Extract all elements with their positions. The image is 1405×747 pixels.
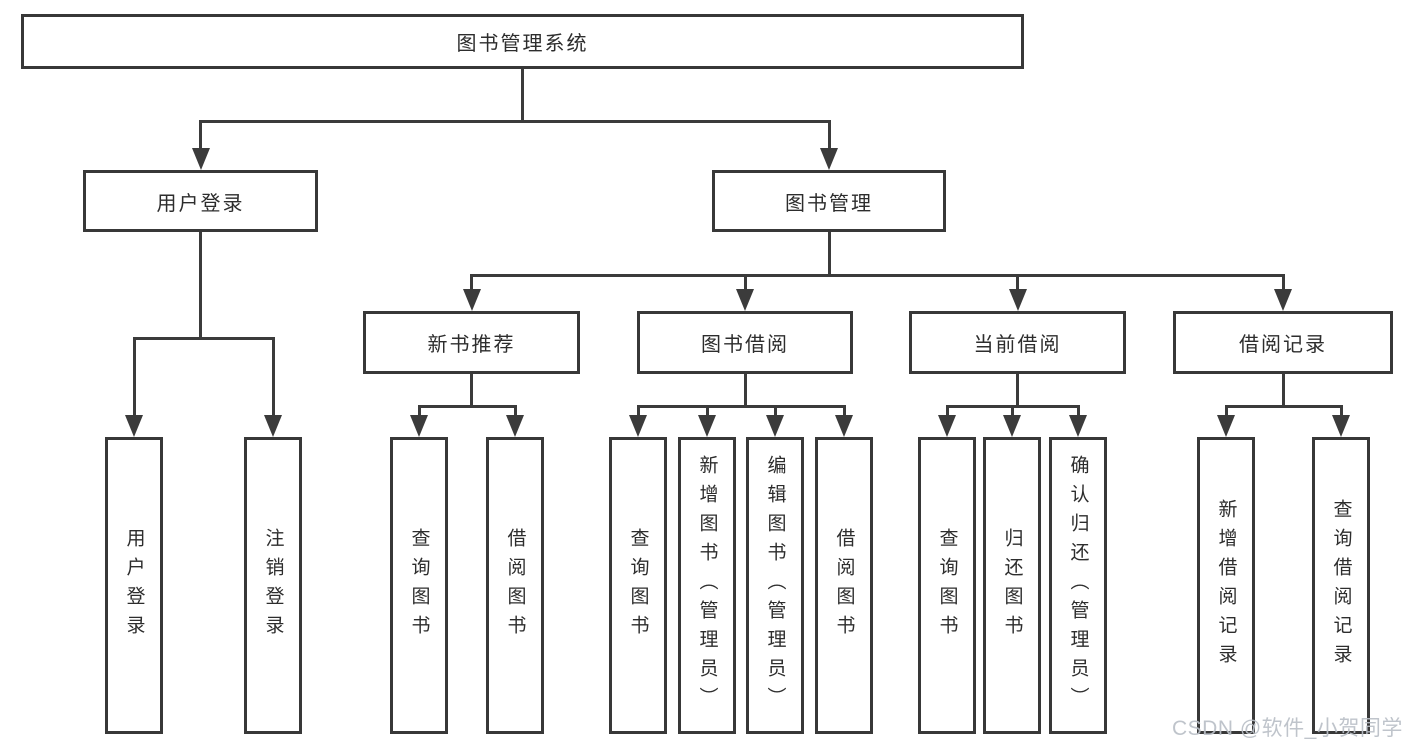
arrowhead-down-icon xyxy=(410,415,428,437)
leaf-return-books: 归还图书 xyxy=(983,437,1041,734)
leaf-logout-label: 注销登录 xyxy=(262,527,284,644)
node-user-login-label: 用户登录 xyxy=(156,192,245,215)
arrowhead-down-icon xyxy=(192,148,210,170)
connector-line xyxy=(828,232,831,274)
leaf-add-books-admin-label: 新增图书（管理员） xyxy=(696,455,718,716)
node-root-label: 图书管理系统 xyxy=(456,33,589,55)
leaf-add-borrow-record: 新增借阅记录 xyxy=(1197,437,1255,734)
connector-line xyxy=(744,374,747,405)
connector-line xyxy=(133,337,275,340)
connector-line xyxy=(199,120,202,148)
connector-line xyxy=(418,405,517,408)
connector-line xyxy=(133,337,136,415)
leaf-query-books-current: 查询图书 xyxy=(918,437,976,734)
connector-line xyxy=(1016,374,1019,405)
node-current-borrow-label: 当前借阅 xyxy=(973,334,1062,356)
connector-line xyxy=(828,120,831,148)
connector-line xyxy=(637,405,846,408)
leaf-add-books-admin: 新增图书（管理员） xyxy=(678,437,736,734)
connector-line xyxy=(1282,374,1285,405)
csdn-watermark: CSDN @软件_小贺同学 xyxy=(1172,717,1403,740)
connector-line xyxy=(1225,405,1228,415)
node-borrow-records-label: 借阅记录 xyxy=(1239,334,1327,356)
node-new-book-recommend-label: 新书推荐 xyxy=(427,334,516,356)
node-book-management-label: 图书管理 xyxy=(785,192,873,215)
node-book-borrow: 图书借阅 xyxy=(637,311,853,374)
connector-line xyxy=(1016,274,1019,289)
leaf-query-borrow-record-label: 查询借阅记录 xyxy=(1330,498,1352,673)
connector-line xyxy=(199,232,202,337)
connector-line xyxy=(1011,405,1014,415)
arrowhead-down-icon xyxy=(1003,415,1021,437)
connector-line xyxy=(1340,405,1343,415)
connector-line xyxy=(470,274,473,289)
arrowhead-down-icon xyxy=(938,415,956,437)
leaf-borrow-books-recommend-label: 借阅图书 xyxy=(504,527,526,644)
node-book-borrow-label: 图书借阅 xyxy=(701,334,789,356)
leaf-add-borrow-record-label: 新增借阅记录 xyxy=(1215,498,1237,673)
arrowhead-down-icon xyxy=(835,415,853,437)
leaf-return-books-label: 归还图书 xyxy=(1001,527,1023,644)
leaf-borrow-books-recommend: 借阅图书 xyxy=(486,437,544,734)
leaf-query-books-recommend: 查询图书 xyxy=(390,437,448,734)
connector-line xyxy=(470,374,473,405)
connector-line xyxy=(470,274,1284,277)
arrowhead-down-icon xyxy=(125,415,143,437)
arrowhead-down-icon xyxy=(264,415,282,437)
node-root: 图书管理系统 xyxy=(21,14,1024,69)
leaf-borrow-books-label: 借阅图书 xyxy=(833,527,855,644)
connector-line xyxy=(946,405,949,415)
arrowhead-down-icon xyxy=(820,148,838,170)
arrowhead-down-icon xyxy=(629,415,647,437)
arrowhead-down-icon xyxy=(1217,415,1235,437)
connector-line xyxy=(272,337,275,415)
node-user-login: 用户登录 xyxy=(83,170,318,232)
connector-line xyxy=(1225,405,1343,408)
leaf-query-books-recommend-label: 查询图书 xyxy=(408,527,430,644)
connector-line xyxy=(514,405,517,415)
connector-line xyxy=(199,120,831,123)
arrowhead-down-icon xyxy=(1332,415,1350,437)
connector-line xyxy=(774,405,777,415)
leaf-logout: 注销登录 xyxy=(244,437,302,734)
leaf-query-books-borrow: 查询图书 xyxy=(609,437,667,734)
arrowhead-down-icon xyxy=(698,415,716,437)
leaf-query-books-current-label: 查询图书 xyxy=(936,527,958,644)
leaf-confirm-return-admin-label: 确认归还（管理员） xyxy=(1067,455,1089,716)
leaf-edit-books-admin-label: 编辑图书（管理员） xyxy=(764,455,786,716)
leaf-edit-books-admin: 编辑图书（管理员） xyxy=(746,437,804,734)
arrowhead-down-icon xyxy=(1274,289,1292,311)
leaf-query-books-borrow-label: 查询图书 xyxy=(627,527,649,644)
leaf-user-login-label: 用户登录 xyxy=(123,527,145,644)
arrowhead-down-icon xyxy=(766,415,784,437)
leaf-borrow-books: 借阅图书 xyxy=(815,437,873,734)
leaf-confirm-return-admin: 确认归还（管理员） xyxy=(1049,437,1107,734)
leaf-user-login: 用户登录 xyxy=(105,437,163,734)
connector-line xyxy=(744,274,747,289)
connector-line xyxy=(843,405,846,415)
connector-line xyxy=(706,405,709,415)
arrowhead-down-icon xyxy=(1009,289,1027,311)
connector-line xyxy=(521,69,524,120)
leaf-query-borrow-record: 查询借阅记录 xyxy=(1312,437,1370,734)
node-current-borrow: 当前借阅 xyxy=(909,311,1126,374)
connector-line xyxy=(637,405,640,415)
arrowhead-down-icon xyxy=(506,415,524,437)
node-new-book-recommend: 新书推荐 xyxy=(363,311,580,374)
arrowhead-down-icon xyxy=(1069,415,1087,437)
arrowhead-down-icon xyxy=(736,289,754,311)
connector-line xyxy=(1077,405,1080,415)
node-borrow-records: 借阅记录 xyxy=(1173,311,1393,374)
node-book-management: 图书管理 xyxy=(712,170,946,232)
connector-line xyxy=(418,405,421,415)
connector-line xyxy=(1282,274,1285,289)
arrowhead-down-icon xyxy=(463,289,481,311)
